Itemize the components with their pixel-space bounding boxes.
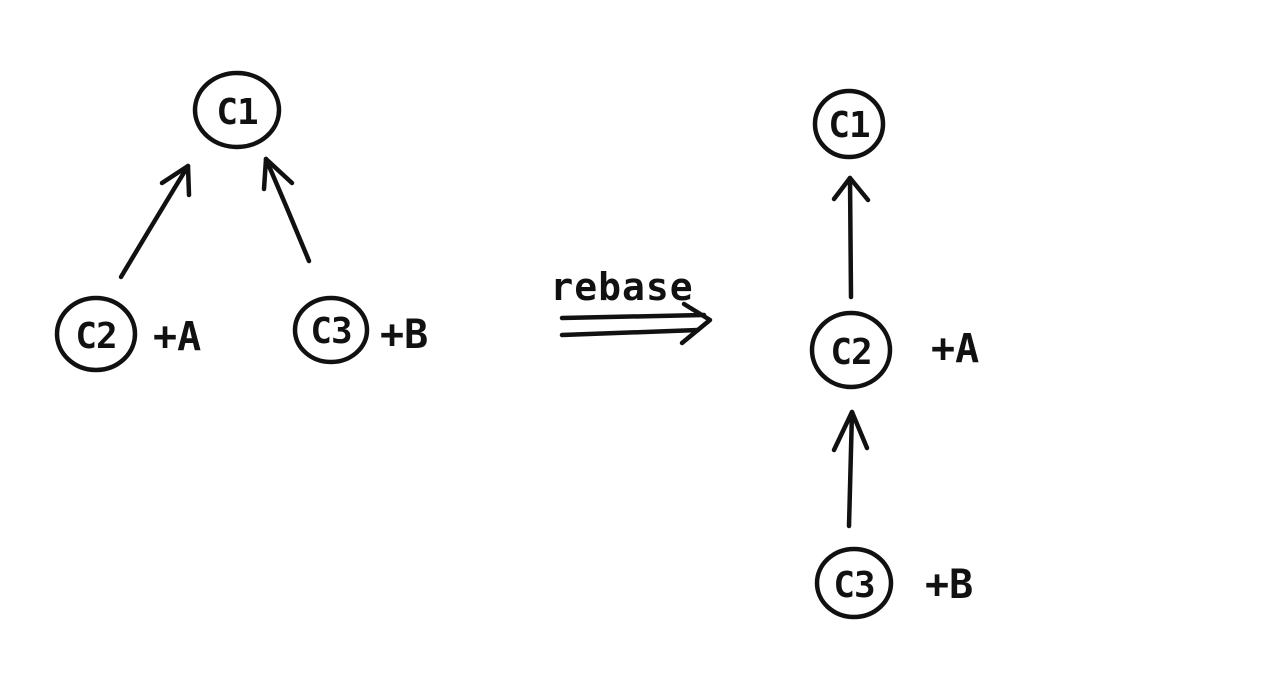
before-node-c2-label: C2 (75, 316, 116, 357)
before-node-c3-label: C3 (310, 311, 351, 352)
before-node-c2-circle (54, 295, 138, 373)
before-node-c1: C1 (192, 70, 282, 150)
rebase-label: rebase (550, 265, 693, 309)
after-node-c3-label: C3 (833, 565, 874, 606)
after-edge-c2-to-c1 (831, 175, 871, 300)
before-edge-c2-to-c1-arrowhead (159, 163, 192, 198)
before-node-c1-label: C1 (216, 92, 257, 133)
rebase-arrow-shaft-bottom (559, 327, 701, 338)
after-node-c2-change: +A (931, 326, 979, 372)
before-edge-c2-to-c1-line (118, 163, 191, 280)
before-node-c2-change: +A (153, 314, 201, 360)
after-edge-c3-to-c2 (831, 409, 870, 529)
before-node-c3: C3 +B (292, 295, 428, 365)
after-node-c1: C1 (812, 88, 886, 160)
after-node-c3: C3 +B (814, 546, 973, 620)
after-edge-c2-to-c1-arrowhead (831, 175, 871, 203)
after-node-c2-label: C2 (830, 332, 871, 373)
rebase-operation: rebase (550, 265, 713, 346)
rebase-arrow-head (679, 301, 713, 346)
after-node-c2: C2 +A (809, 310, 979, 390)
before-node-c1-circle (192, 70, 282, 150)
after-node-c1-circle (812, 88, 886, 160)
after-edge-c3-to-c2-line (846, 409, 855, 529)
before-node-c3-change: +B (380, 312, 428, 358)
after-node-c2-circle (809, 310, 893, 390)
after-node-c3-change: +B (925, 562, 973, 608)
after-edge-c3-to-c2-arrowhead (831, 409, 870, 453)
before-edge-c2-to-c1 (118, 163, 192, 280)
rebase-arrow-shaft-top (559, 312, 707, 321)
after-edge-c2-to-c1-line (847, 175, 854, 300)
before-node-c3-circle (292, 295, 370, 365)
before-graph: C1 C2 +A C3 +B (54, 70, 428, 373)
before-node-c2: C2 +A (54, 295, 201, 373)
before-edge-c3-to-c1-arrowhead (261, 156, 295, 192)
before-edge-c3-to-c1 (261, 156, 312, 264)
before-edge-c3-to-c1-line (263, 156, 312, 264)
after-node-c3-circle (814, 546, 894, 620)
after-graph: C1 C2 +A C3 +B (809, 88, 979, 620)
after-node-c1-label: C1 (828, 105, 869, 146)
